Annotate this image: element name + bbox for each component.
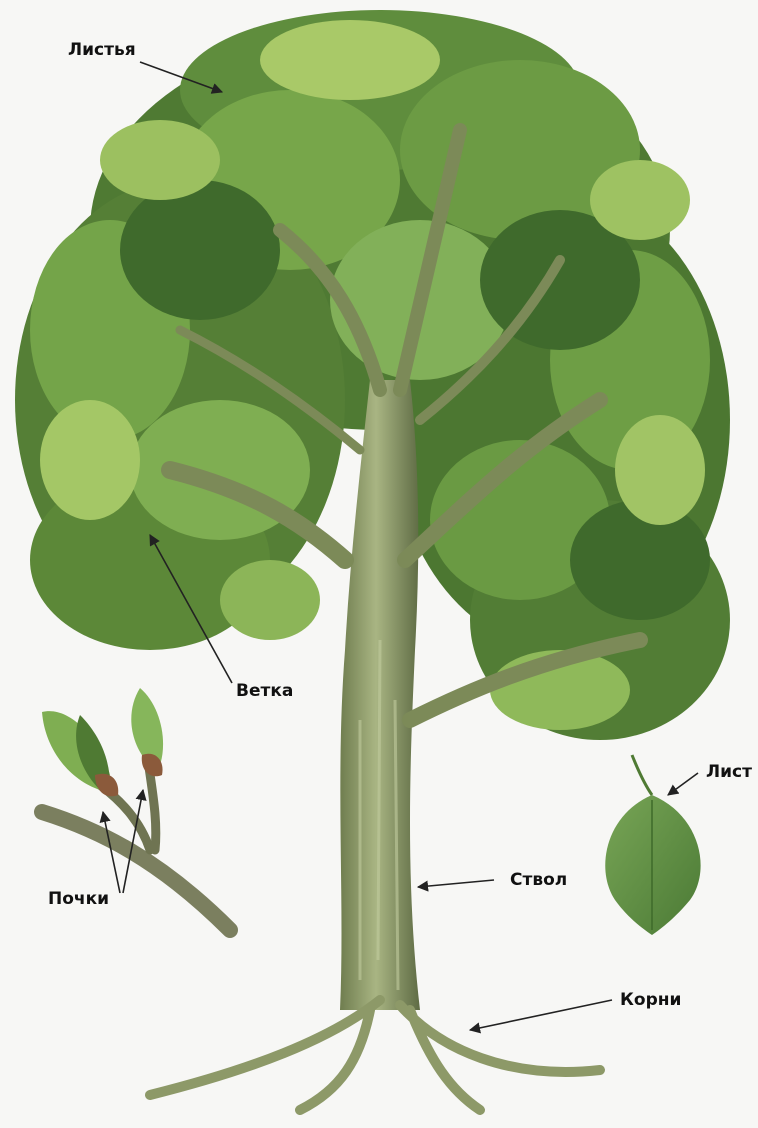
label-leaves: Листья [68,40,136,60]
label-trunk: Ствол [510,870,567,890]
roots-arrow [470,1000,612,1030]
label-leaf: Лист [706,762,752,782]
label-roots: Корни [620,990,681,1010]
label-buds: Почки [48,889,109,909]
label-branch: Ветка [236,681,293,701]
leaf-arrow [668,773,698,795]
trunk-arrow [418,880,494,887]
